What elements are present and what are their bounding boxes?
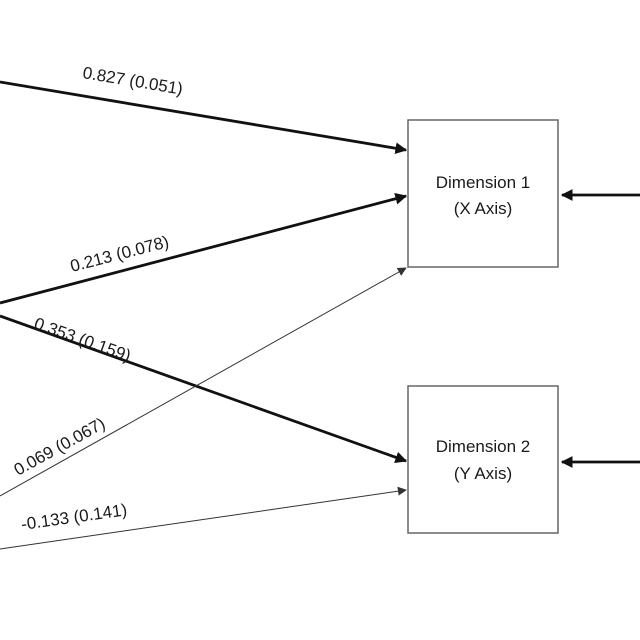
node-dimension-2: Dimension 2 (Y Axis) [407,385,559,534]
node-dimension-1-box [407,119,559,268]
node-dimension-2-subtitle: (Y Axis) [454,464,512,483]
edge-line-0827 [0,80,408,155]
edge-line-neg0133 [0,486,407,550]
node-dimension-1-title: Dimension 1 [436,173,531,192]
node-dimension-1-subtitle: (X Axis) [454,199,513,218]
edge-label-0353: 0.353 (0.159) [32,314,134,366]
edge-label-neg0133: -0.133 (0.141) [20,500,128,534]
edge-line-0069 [0,267,407,497]
node-dimension-2-title: Dimension 2 [436,437,531,456]
edge-label-0213: 0.213 (0.078) [68,232,171,276]
node-dimension-2-box [407,385,559,534]
edge-label-0827: 0.827 (0.051) [81,63,184,98]
edge-label-0069: 0.069 (0.067) [11,414,109,480]
node-dimension-1: Dimension 1 (X Axis) [407,119,559,268]
edge-line-0353 [0,314,408,463]
edge-line-0213 [0,193,408,305]
